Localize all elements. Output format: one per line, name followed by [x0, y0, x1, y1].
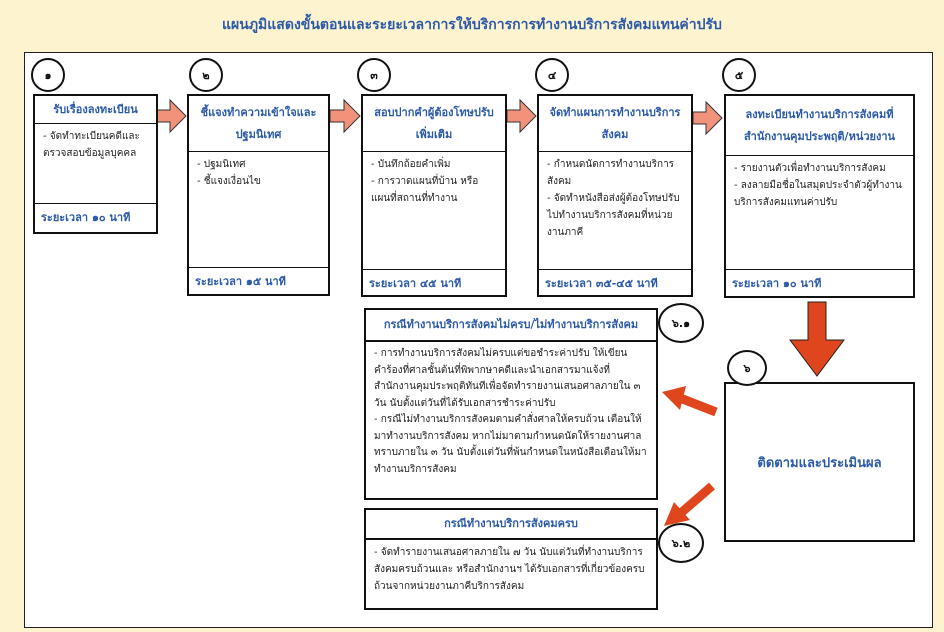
case-complete-title: กรณีทำงานบริการสังคมครบ [444, 517, 578, 530]
case-incomplete-number: ๖.๑ [658, 303, 704, 343]
step-4-body: - กำหนดนัดการทำงานบริการสังคม - จัดทำหนั… [539, 152, 691, 270]
step-5-item: - ลงลายมือชื่อในสมุดประจำตัวผู้ทำงานบริก… [734, 180, 902, 208]
arrow-step4-to-step5 [692, 100, 723, 136]
step-2-item: - ปฐมนิเทศ [197, 159, 246, 170]
step-1-number: ๑ [31, 58, 65, 92]
case-complete-title-box: กรณีทำงานบริการสังคมครบ [364, 508, 658, 540]
step-5-time: ระยะเวลา ๑๐ นาที [732, 277, 822, 290]
case-complete-item: - จัดทำรายงานเสนอศาลภายใน ๗ วัน นับแต่วั… [374, 547, 645, 592]
step-1-title: รับเรื่องลงทะเบียน [35, 96, 156, 124]
step-3-item: - บันทึกถ้อยคำเพิ่ม [371, 159, 451, 170]
step-3-time: ระยะเวลา ๔๕ นาที [369, 277, 462, 290]
case-complete-number: ๖.๒ [658, 523, 704, 563]
step-4-number: ๔ [535, 58, 569, 92]
step-4-time: ระยะเวลา ๓๕-๔๕ นาที [545, 277, 658, 290]
case-incomplete-body: - การทำงานบริการสังคมไม่ครบแต่ขอชำระค่าป… [366, 342, 656, 478]
step-1-item: - จัดทำทะเบียนคดีและตรวจสอบข้อมูลบุคคล [43, 131, 140, 159]
step-1-body: - จัดทำทะเบียนคดีและตรวจสอบข้อมูลบุคคล [35, 124, 156, 204]
arrow-monitor-to-case-incomplete [662, 386, 718, 417]
monitor-box: ติดตามและประเมินผล [724, 382, 915, 542]
step-3-item: - การวาดแผนที่บ้าน หรือแผนที่สถานที่ทำงา… [371, 176, 479, 204]
step-3-number: ๓ [357, 58, 391, 92]
step-5-body: - รายงานตัวเพื่อทำงานบริการสังคม - ลงลาย… [726, 156, 913, 270]
case-incomplete-body-box: - การทำงานบริการสังคมไม่ครบแต่ขอชำระค่าป… [364, 340, 658, 500]
monitor-label: ติดตามและประเมินผล [757, 455, 882, 471]
step-1-time: ระยะเวลา ๑๐ นาที [41, 211, 131, 224]
arrow-monitor-to-case-complete [664, 482, 715, 526]
step-2-item: - ชี้แจงเงื่อนไข [197, 176, 261, 187]
case-incomplete-item: - การทำงานบริการสังคมไม่ครบแต่ขอชำระค่าป… [374, 348, 641, 409]
page-title: แผนภูมิแสดงขั้นตอนและระยะเวลาการให้บริกา… [222, 17, 722, 33]
step-2-title: ชี้แจงทำความเข้าใจและปฐมนิเทศ [189, 96, 328, 152]
step-2-number: ๒ [189, 58, 223, 92]
case-incomplete-item: - กรณีไม่ทำงานบริการสังคมตามคำสั่งศาลให้… [374, 414, 647, 475]
step-3-body: - บันทึกถ้อยคำเพิ่ม - การวาดแผนที่บ้าน ห… [363, 152, 505, 270]
arrow-step5-to-monitor [789, 301, 845, 377]
case-incomplete-title: กรณีทำงานบริการสังคมไม่ครบ/ไม่ทำงานบริกา… [383, 318, 639, 331]
step-4-item: - จัดทำหนังสือส่งผู้ต้องโทษปรับไปทำงานบร… [547, 193, 680, 238]
step-5-title: ลงทะเบียนทำงานบริการสังคมที่สำนักงานคุมป… [726, 96, 913, 156]
monitor-number: ๖ [727, 350, 767, 386]
step-2-time: ระยะเวลา ๑๕ นาที [195, 275, 286, 288]
case-incomplete-title-box: กรณีทำงานบริการสังคมไม่ครบ/ไม่ทำงานบริกา… [364, 308, 658, 342]
step-4-box: จัดทำแผนการทำงานบริการสังคม - กำหนดนัดกา… [537, 94, 693, 297]
arrow-step2-to-step3 [329, 98, 361, 134]
step-1-box: รับเรื่องลงทะเบียน - จัดทำทะเบียนคดีและต… [33, 94, 158, 234]
step-2-box: ชี้แจงทำความเข้าใจและปฐมนิเทศ - ปฐมนิเทศ… [187, 94, 330, 296]
arrow-step1-to-step2 [156, 98, 187, 134]
arrow-step3-to-step4 [506, 98, 537, 134]
step-3-title: สอบปากคำผู้ต้องโทษปรับเพิ่มเติม [363, 96, 505, 152]
step-3-box: สอบปากคำผู้ต้องโทษปรับเพิ่มเติม - บันทึก… [361, 94, 507, 297]
step-2-body: - ปฐมนิเทศ - ชี้แจงเงื่อนไข [189, 152, 328, 268]
step-5-box: ลงทะเบียนทำงานบริการสังคมที่สำนักงานคุมป… [724, 94, 915, 298]
step-4-item: - กำหนดนัดการทำงานบริการสังคม [547, 159, 675, 187]
case-complete-body-box: - จัดทำรายงานเสนอศาลภายใน ๗ วัน นับแต่วั… [364, 538, 658, 610]
step-5-item: - รายงานตัวเพื่อทำงานบริการสังคม [734, 163, 886, 174]
step-4-title: จัดทำแผนการทำงานบริการสังคม [539, 96, 691, 152]
step-5-number: ๕ [722, 58, 756, 92]
case-complete-body: - จัดทำรายงานเสนอศาลภายใน ๗ วัน นับแต่วั… [366, 540, 656, 595]
